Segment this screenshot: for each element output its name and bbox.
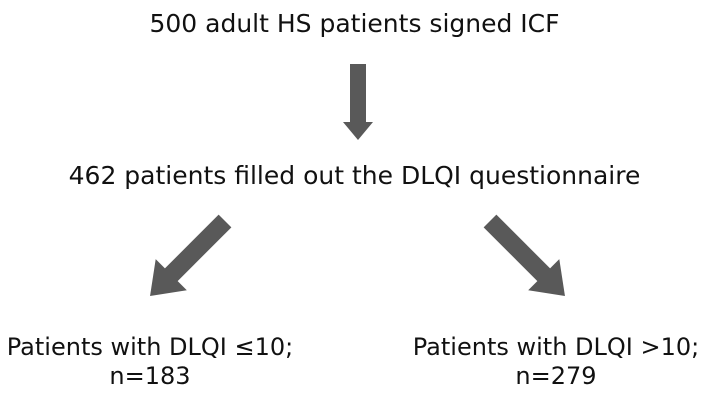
arrow-down-shaft — [350, 64, 366, 122]
arrow-down-head — [343, 122, 373, 140]
right-box-count: n=279 — [515, 362, 597, 391]
top-box: 500 adult HS patients signed ICF — [0, 9, 709, 40]
arrow-down-left-head — [150, 259, 187, 296]
middle-box-text: 462 patients filled out the DLQI questio… — [68, 161, 641, 190]
arrow-down-icon — [343, 64, 373, 140]
top-box-text: 500 adult HS patients signed ICF — [149, 9, 560, 38]
right-box-label: Patients with DLQI >10; — [412, 333, 700, 361]
arrow-down-left-shaft — [160, 214, 232, 286]
left-box: Patients with DLQI ≤10; n=183 — [2, 333, 298, 392]
right-box: Patients with DLQI >10; n=279 — [408, 333, 704, 392]
left-box-count: n=183 — [109, 362, 191, 391]
middle-box: 462 patients filled out the DLQI questio… — [0, 161, 709, 192]
left-box-label: Patients with DLQI ≤10; — [6, 333, 294, 361]
arrow-down-right-head — [528, 259, 565, 296]
arrow-down-left-icon — [150, 214, 232, 296]
arrow-down-right-shaft — [483, 214, 555, 286]
arrow-down-right-icon — [483, 214, 565, 296]
